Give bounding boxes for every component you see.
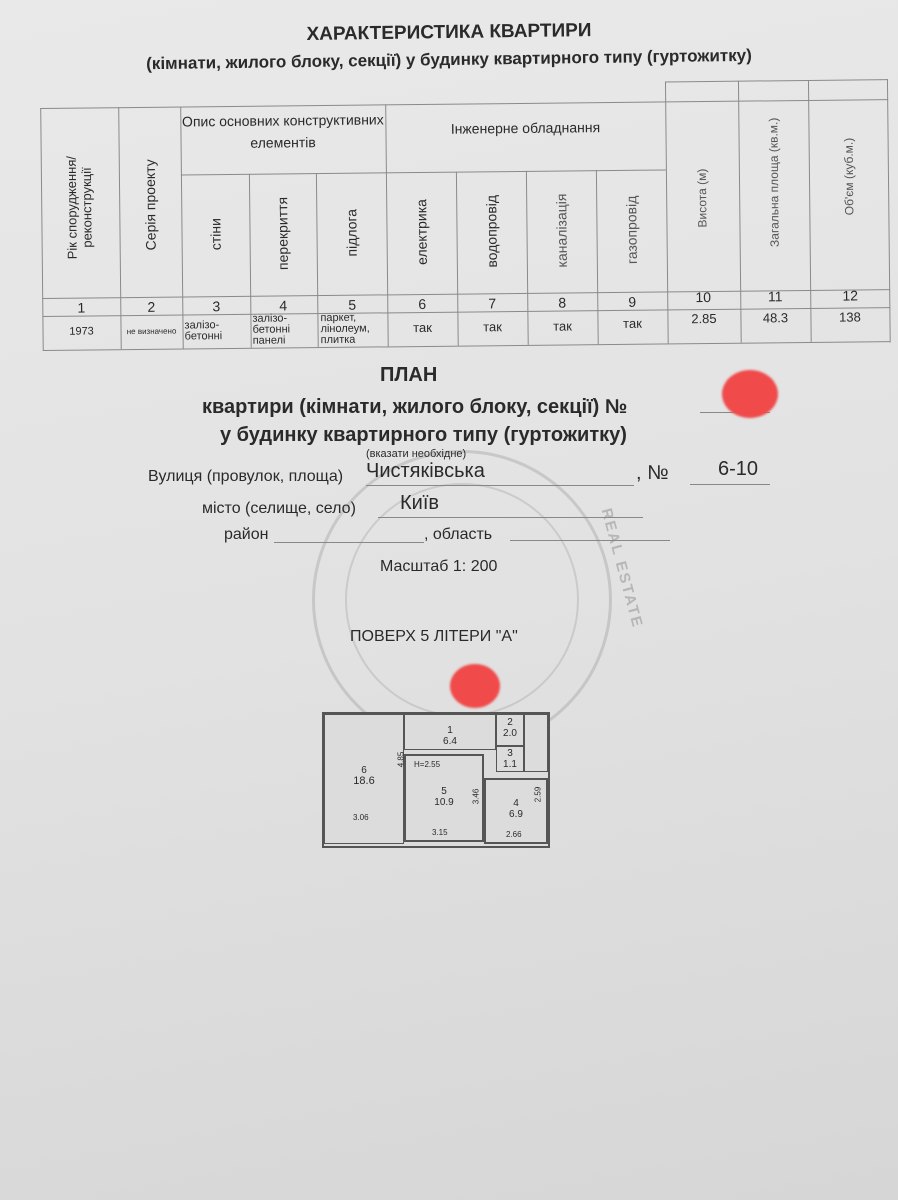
redaction-mark bbox=[450, 664, 500, 708]
street-underline bbox=[366, 485, 634, 486]
value-ceilings: залізо-бетонні панелі bbox=[252, 312, 291, 347]
characteristics-table: Опис основних конструктивних елементів І… bbox=[40, 79, 891, 351]
col-number: 12 bbox=[842, 287, 859, 304]
value-height: 2.85 bbox=[691, 310, 717, 327]
col-number: 2 bbox=[147, 298, 156, 315]
city-label: місто (селище, село) bbox=[202, 500, 356, 517]
col-number: 4 bbox=[279, 297, 288, 314]
dim-label: 3.06 bbox=[353, 813, 369, 822]
col-number: 3 bbox=[212, 298, 221, 315]
document-subtitle: (кімнати, жилого блоку, секції) у будинк… bbox=[146, 45, 752, 74]
col-header-volume: Об'єм (куб.м.) bbox=[841, 137, 857, 216]
value-volume: 138 bbox=[839, 309, 861, 325]
construction-group-header: Опис основних конструктивних елементів bbox=[181, 111, 384, 151]
col-number: 9 bbox=[628, 293, 637, 310]
value-series: не визначено bbox=[126, 326, 177, 337]
plan-line-2: у будинку квартирного типу (гуртожитку) bbox=[220, 424, 627, 446]
dim-label: 3.15 bbox=[432, 828, 448, 837]
value-gas: так bbox=[623, 315, 642, 331]
plan-title: ПЛАН bbox=[380, 364, 438, 386]
number-label: , № bbox=[636, 462, 669, 484]
col-number: 11 bbox=[767, 288, 783, 305]
engineering-group-header: Інженерне обладнання bbox=[450, 119, 601, 137]
col-header-area: Загальна площа (кв.м.) bbox=[766, 117, 782, 248]
scale-label: Масштаб 1: 200 bbox=[380, 558, 498, 575]
value-sewage: так bbox=[553, 318, 572, 334]
col-header-year: Рік спорудження/ реконструкції bbox=[63, 155, 95, 260]
plan-line-1: квартири (кімнати, жилого блоку, секції)… bbox=[202, 396, 628, 418]
col-header-electricity: електрика bbox=[413, 199, 430, 266]
street-label: Вулиця (провулок, площа) bbox=[148, 468, 344, 485]
floor-label: ПОВЕРХ 5 ЛІТЕРИ "А" bbox=[350, 628, 518, 645]
col-header-floor: підлога bbox=[343, 208, 360, 257]
value-year: 1973 bbox=[69, 325, 94, 338]
col-number: 5 bbox=[348, 296, 357, 313]
col-header-ceilings: перекриття bbox=[274, 196, 291, 271]
height-label: H=2.55 bbox=[414, 760, 441, 769]
col-number: 8 bbox=[558, 294, 567, 311]
dim-label: 2.59 bbox=[533, 786, 543, 803]
number-underline bbox=[690, 484, 770, 485]
value-floor: паркет, лінолеум, плитка bbox=[320, 311, 370, 347]
value-walls: залізо-бетонні bbox=[184, 319, 223, 343]
col-header-walls: стіни bbox=[207, 218, 224, 251]
dim-label: 2.66 bbox=[506, 830, 522, 839]
city-value: Київ bbox=[400, 492, 440, 514]
col-header-sewage: каналізація bbox=[553, 193, 570, 268]
number-value: 6-10 bbox=[718, 458, 759, 480]
street-value: Чистяківська bbox=[366, 460, 485, 482]
col-header-series: Серія проекту bbox=[141, 159, 159, 251]
redaction-mark bbox=[722, 370, 778, 418]
col-number: 1 bbox=[77, 299, 86, 316]
district-label: район bbox=[224, 526, 269, 543]
region-underline bbox=[510, 540, 670, 541]
value-water: так bbox=[483, 319, 502, 335]
col-number: 6 bbox=[418, 295, 427, 313]
city-underline bbox=[378, 517, 643, 518]
col-header-height: Висота (м) bbox=[694, 168, 710, 228]
region-label: , область bbox=[424, 526, 493, 543]
value-electricity: так bbox=[413, 319, 432, 336]
plan-hint: (вказати необхідне) bbox=[366, 448, 467, 460]
bathroom bbox=[524, 714, 548, 772]
col-number: 10 bbox=[695, 288, 712, 306]
col-header-water: водопровід bbox=[483, 194, 500, 268]
value-area: 48.3 bbox=[762, 310, 789, 326]
dim-label: 3.46 bbox=[471, 788, 481, 805]
col-header-gas: газопровід bbox=[623, 195, 640, 265]
district-underline bbox=[274, 542, 424, 543]
col-number: 7 bbox=[488, 295, 497, 312]
